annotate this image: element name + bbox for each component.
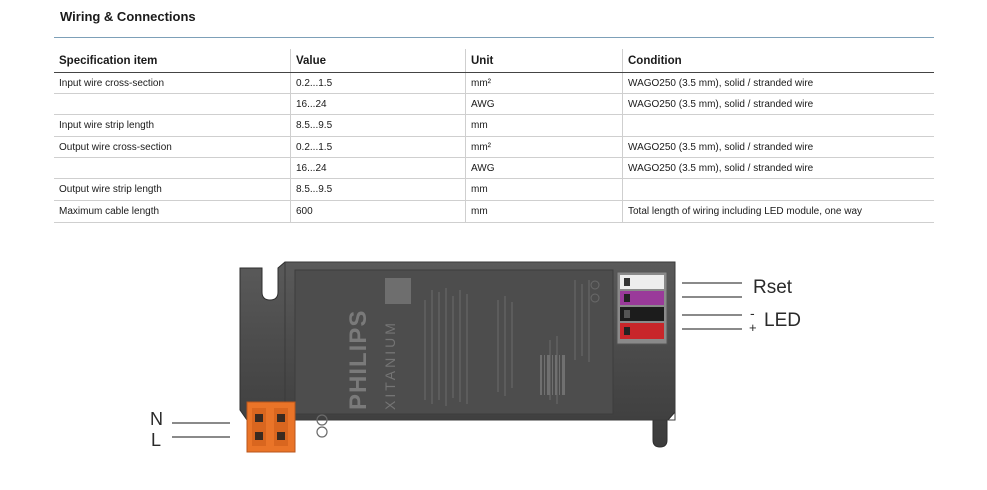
header-specification-item: Specification item xyxy=(54,49,291,73)
neutral-label: N xyxy=(150,409,163,429)
cell-value: 600 xyxy=(290,200,466,223)
cell-condition xyxy=(622,178,934,201)
input-terminal xyxy=(246,401,296,453)
cell-condition: WAGO250 (3.5 mm), solid / stranded wire xyxy=(622,93,934,115)
cell-condition xyxy=(622,114,934,137)
cell-item xyxy=(54,93,291,115)
line-label: L xyxy=(151,430,162,450)
cell-item: Maximum cable length xyxy=(54,200,291,223)
table-row: Input wire cross-section 0.2...1.5 mm² W… xyxy=(54,72,934,94)
wiring-spec-table: Specification item Value Unit Condition … xyxy=(54,49,934,223)
cell-condition: WAGO250 (3.5 mm), solid / stranded wire xyxy=(622,157,934,179)
table-header-row: Specification item Value Unit Condition xyxy=(54,49,934,73)
brand-logo-text: PHILIPS xyxy=(345,310,372,410)
rset-label: Rset xyxy=(753,277,793,298)
cell-unit: mm xyxy=(465,178,623,201)
cell-item: Output wire strip length xyxy=(54,178,291,201)
table-row: Input wire strip length 8.5...9.5 mm xyxy=(54,114,934,137)
led-minus-label: - xyxy=(750,305,755,321)
cell-unit: mm xyxy=(465,114,623,137)
output-terminal xyxy=(616,271,668,345)
cell-item: Input wire cross-section xyxy=(54,72,291,94)
led-plus-label: + xyxy=(749,320,757,335)
cell-value: 8.5...9.5 xyxy=(290,178,466,201)
cell-item: Input wire strip length xyxy=(54,114,291,137)
cell-unit: AWG xyxy=(465,157,623,179)
cell-condition: WAGO250 (3.5 mm), solid / stranded wire xyxy=(622,72,934,94)
section-title: Wiring & Connections xyxy=(60,9,196,24)
cell-unit: mm xyxy=(465,200,623,223)
cell-value: 16...24 xyxy=(290,93,466,115)
cell-unit: mm² xyxy=(465,72,623,94)
table-row: Output wire strip length 8.5...9.5 mm xyxy=(54,178,934,201)
cell-item: Output wire cross-section xyxy=(54,136,291,158)
table-row: 16...24 AWG WAGO250 (3.5 mm), solid / st… xyxy=(54,93,934,115)
cell-value: 8.5...9.5 xyxy=(290,114,466,137)
cell-value: 0.2...1.5 xyxy=(290,136,466,158)
header-unit: Unit xyxy=(465,49,623,73)
model-name-text: XITANIUM xyxy=(382,320,398,410)
led-label: LED xyxy=(764,310,801,331)
title-divider xyxy=(54,37,934,38)
cell-value: 0.2...1.5 xyxy=(290,72,466,94)
driver-housing xyxy=(239,261,676,448)
header-value: Value xyxy=(290,49,466,73)
cell-value: 16...24 xyxy=(290,157,466,179)
cell-item xyxy=(54,157,291,179)
cell-condition: Total length of wiring including LED mod… xyxy=(622,200,934,223)
cell-condition: WAGO250 (3.5 mm), solid / stranded wire xyxy=(622,136,934,158)
table-row: Output wire cross-section 0.2...1.5 mm² … xyxy=(54,136,934,158)
cell-unit: AWG xyxy=(465,93,623,115)
cell-unit: mm² xyxy=(465,136,623,158)
table-row: 16...24 AWG WAGO250 (3.5 mm), solid / st… xyxy=(54,157,934,179)
table-row: Maximum cable length 600 mm Total length… xyxy=(54,200,934,223)
header-condition: Condition xyxy=(622,49,934,73)
